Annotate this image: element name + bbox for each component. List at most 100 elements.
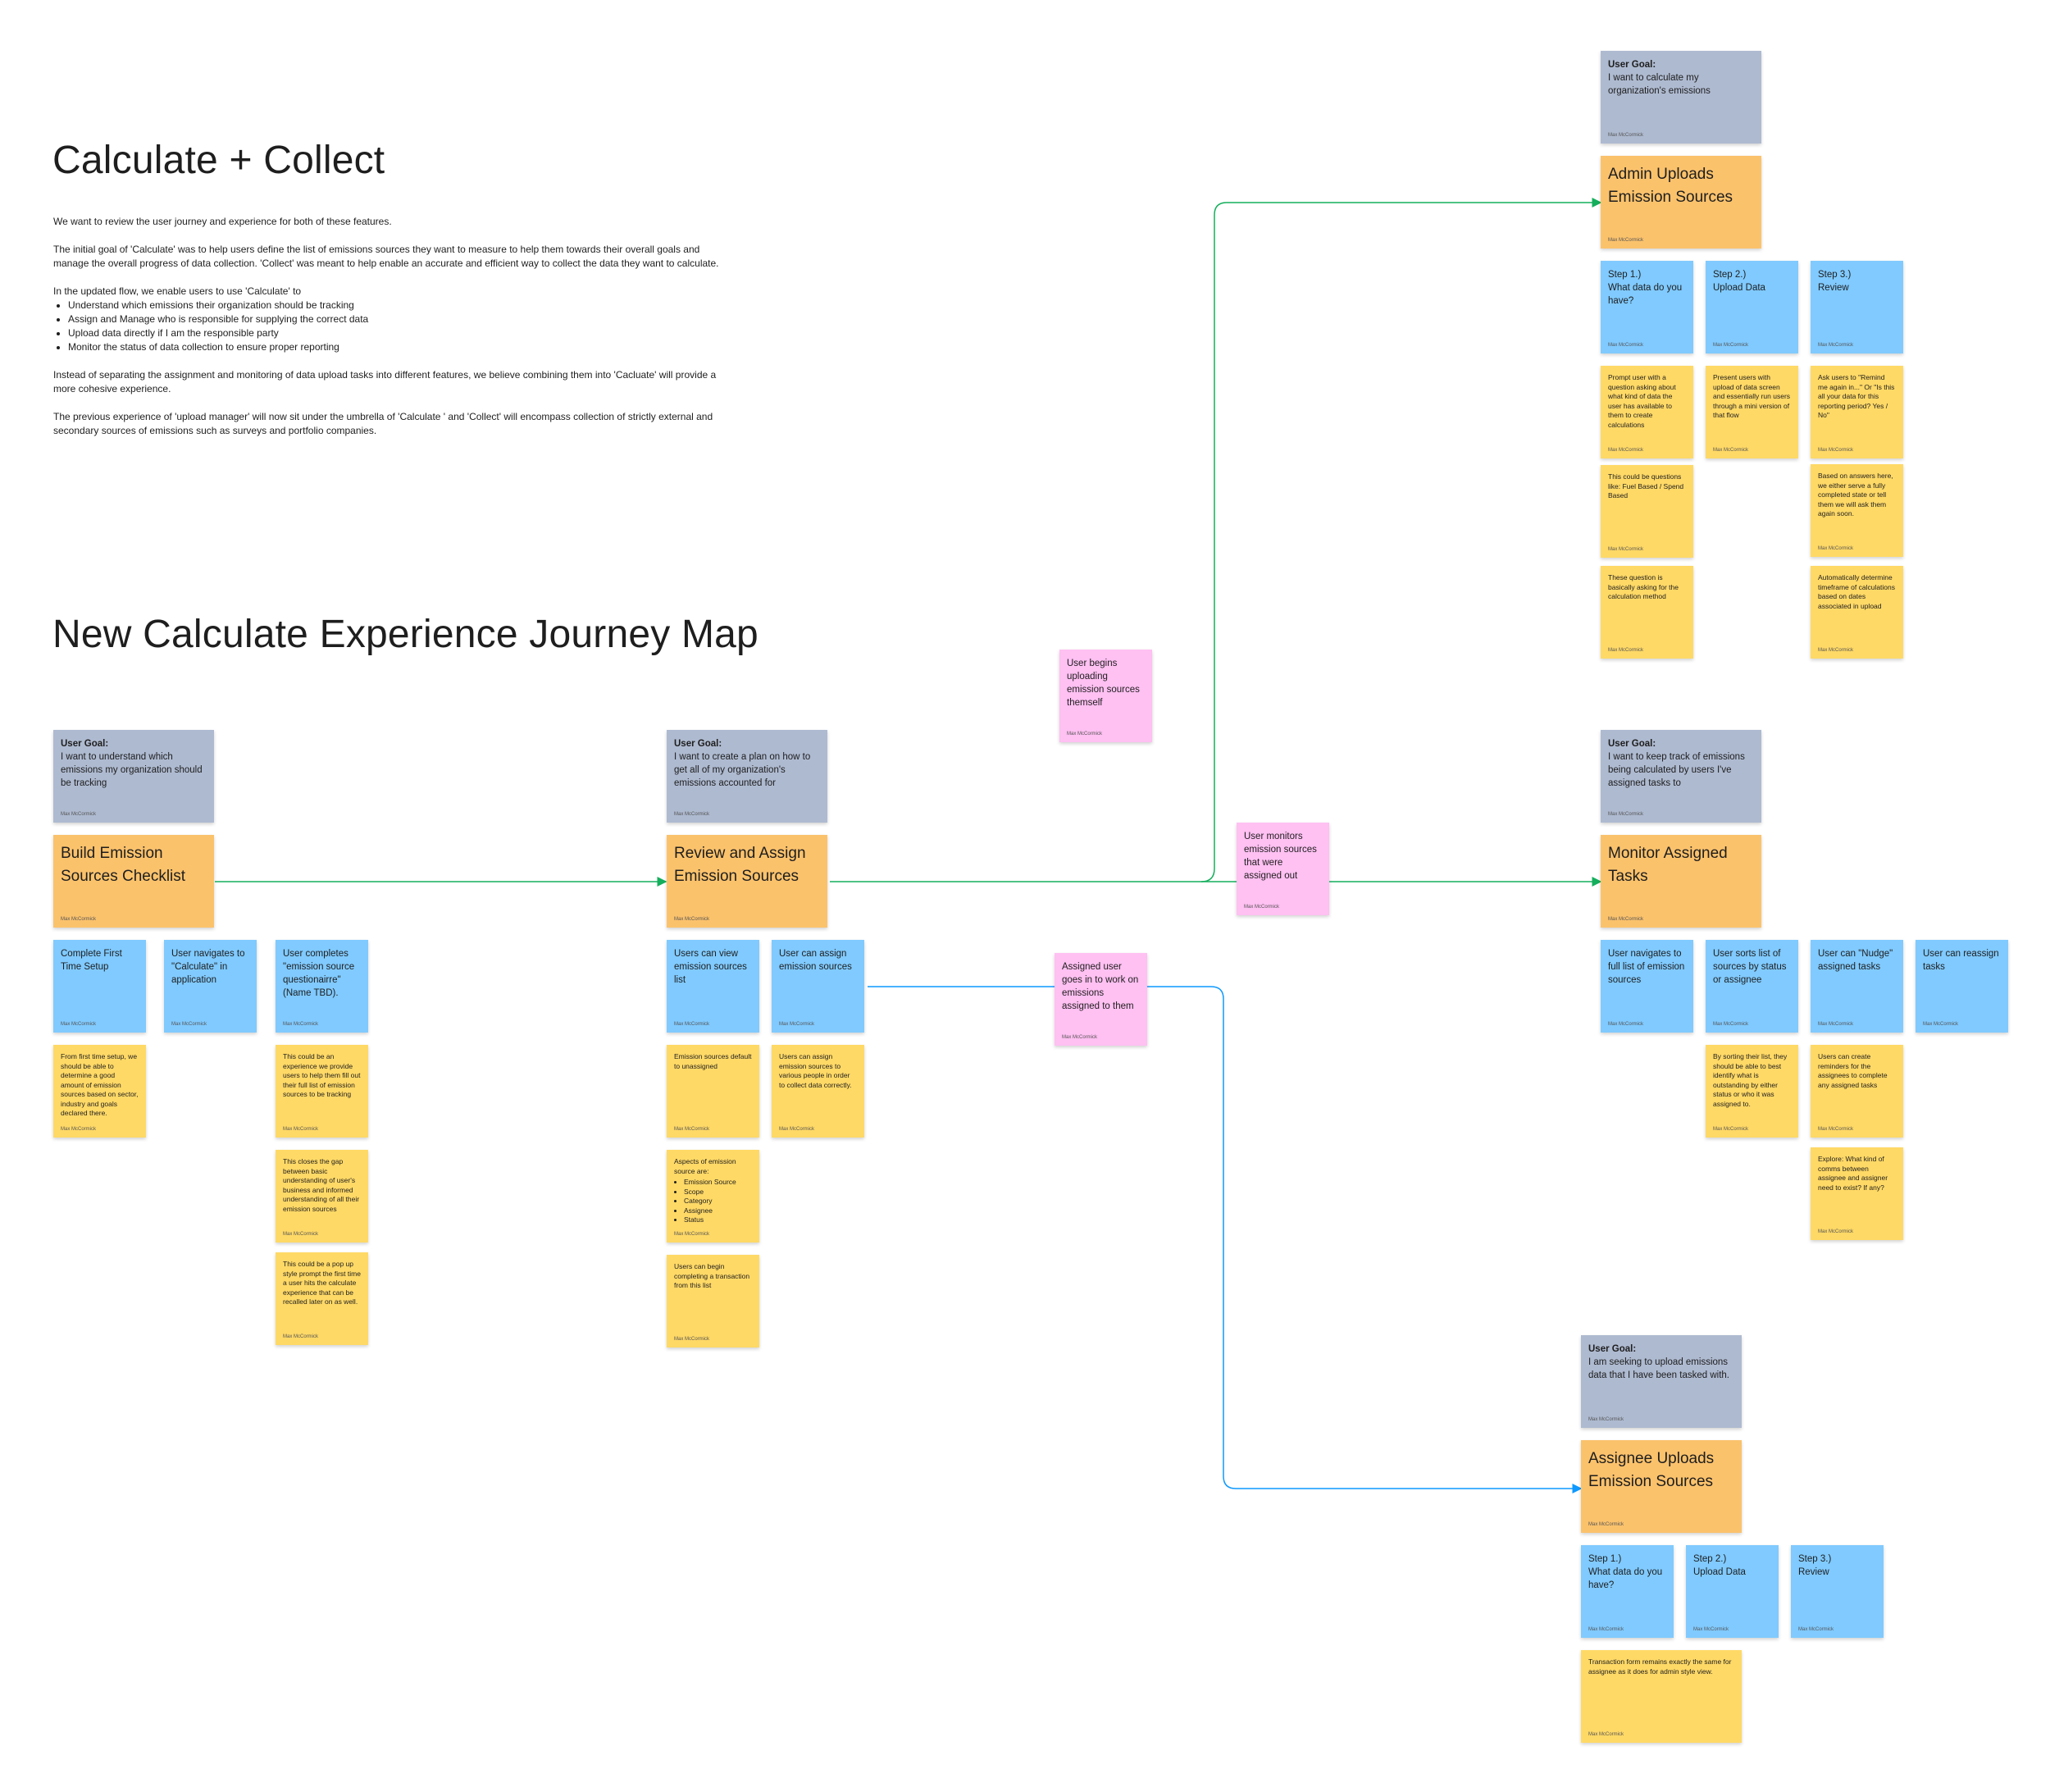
note-author: Max McCormick <box>1818 648 1853 653</box>
note-author: Max McCormick <box>283 1127 318 1132</box>
note-author: Max McCormick <box>674 1232 709 1237</box>
step-note[interactable]: User completes "emission source question… <box>276 940 368 1033</box>
stage-note-review-assign[interactable]: Review and Assign Emission Sources Max M… <box>667 835 827 928</box>
user-goal-note-build[interactable]: User Goal: I want to understand which emi… <box>53 730 214 823</box>
goal-text: I am seeking to upload emissions data th… <box>1588 1357 1729 1380</box>
user-goal-note-monitor[interactable]: User Goal:I want to keep track of emissi… <box>1601 730 1761 823</box>
step-note[interactable]: User can assign emission sources Max McC… <box>772 940 864 1033</box>
detail-note[interactable]: Emission sources default to unassigned M… <box>667 1045 759 1138</box>
goal-label: User Goal: <box>1608 60 1656 70</box>
note-author: Max McCormick <box>674 812 709 817</box>
goal-label: User Goal: <box>61 739 109 749</box>
note-author: Max McCormick <box>283 1232 318 1237</box>
detail-note[interactable]: These question is basically asking for t… <box>1601 566 1693 659</box>
detail-note[interactable]: Automatically determine timeframe of cal… <box>1811 566 1903 659</box>
step-note[interactable]: User can reassign tasks Max McCormick <box>1916 940 2008 1033</box>
detail-text: Ask users to "Remind me again in..." Or … <box>1818 373 1895 419</box>
stage-note-admin-upload[interactable]: Admin Uploads Emission Sources Max McCor… <box>1601 156 1761 249</box>
step-note[interactable]: Step 2.) Upload Data Max McCormick <box>1706 261 1798 353</box>
step-text: User navigates to "Calculate" in applica… <box>171 949 245 985</box>
note-author: Max McCormick <box>674 1127 709 1132</box>
detail-note[interactable]: Present users with upload of data screen… <box>1706 366 1798 458</box>
step-note[interactable]: Users can view emission sources list Max… <box>667 940 759 1033</box>
connector-review-to-assignee <box>868 986 1583 1493</box>
note-author: Max McCormick <box>1818 1229 1853 1234</box>
user-goal-note-admin[interactable]: User Goal:I want to calculate my organiz… <box>1601 51 1761 144</box>
detail-note[interactable]: Users can begin completing a transaction… <box>667 1255 759 1347</box>
detail-note[interactable]: Prompt user with a question asking about… <box>1601 366 1693 458</box>
note-author: Max McCormick <box>1608 238 1643 243</box>
note-author: Max McCormick <box>1923 1022 1958 1027</box>
detail-text: Users can create reminders for the assig… <box>1818 1052 1888 1089</box>
detail-note[interactable]: This could be a pop up style prompt the … <box>276 1252 368 1345</box>
step-note[interactable]: User navigates to full list of emission … <box>1601 940 1693 1033</box>
step-note[interactable]: User sorts list of sources by status or … <box>1706 940 1798 1033</box>
page-title: Calculate + Collect <box>52 139 385 182</box>
intro-paragraph: The previous experience of 'upload manag… <box>53 411 713 436</box>
detail-note[interactable]: This could be an experience we provide u… <box>276 1045 368 1138</box>
detail-note[interactable]: Explore: What kind of comms between assi… <box>1811 1147 1903 1240</box>
detail-note[interactable]: Based on answers here, we either serve a… <box>1811 464 1903 557</box>
step-note[interactable]: Step 3.) Review Max McCormick <box>1811 261 1903 353</box>
step-note[interactable]: Step 1.) What data do you have? Max McCo… <box>1581 1545 1674 1638</box>
note-author: Max McCormick <box>674 917 709 922</box>
detail-text: These question is basically asking for t… <box>1608 573 1679 600</box>
stage-title: Build Emission Sources Checklist <box>61 845 186 885</box>
step-text: User can "Nudge" assigned tasks <box>1818 949 1893 972</box>
step-note[interactable]: Step 3.) Review Max McCormick <box>1791 1545 1884 1638</box>
step-text: Step 3.) Review <box>1798 1554 1832 1577</box>
note-author: Max McCormick <box>1608 648 1643 653</box>
note-author: Max McCormick <box>1608 917 1643 922</box>
note-author: Max McCormick <box>1798 1627 1834 1632</box>
detail-note-wide[interactable]: Transaction form remains exactly the sam… <box>1581 1650 1742 1743</box>
user-goal-note-assignee[interactable]: User Goal:I am seeking to upload emissio… <box>1581 1335 1742 1428</box>
detail-note[interactable]: From first time setup, we should be able… <box>53 1045 146 1138</box>
detail-text: Users can begin completing a transaction… <box>674 1262 750 1289</box>
step-note[interactable]: User navigates to "Calculate" in applica… <box>164 940 257 1033</box>
stage-note-build-checklist[interactable]: Build Emission Sources Checklist Max McC… <box>53 835 214 928</box>
intro-paragraph: Instead of separating the assignment and… <box>53 369 717 394</box>
detail-note[interactable]: Users can create reminders for the assig… <box>1811 1045 1903 1138</box>
goal-text: I want to understand which emissions my … <box>61 752 203 788</box>
intro-bullet-list: Understand which emissions their organiz… <box>53 299 726 354</box>
goal-text: I want to create a plan on how to get al… <box>674 752 811 788</box>
step-note[interactable]: User can "Nudge" assigned tasks Max McCo… <box>1811 940 1903 1033</box>
transition-note-assigned-user[interactable]: Assigned user goes in to work on emissio… <box>1055 953 1147 1046</box>
detail-note[interactable]: Ask users to "Remind me again in..." Or … <box>1811 366 1903 458</box>
note-author: Max McCormick <box>779 1022 814 1027</box>
user-goal-note-review[interactable]: User Goal:I want to create a plan on how… <box>667 730 827 823</box>
note-author: Max McCormick <box>283 1334 318 1339</box>
detail-text: Explore: What kind of comms between assi… <box>1818 1155 1888 1192</box>
step-text: Step 2.) Upload Data <box>1713 270 1765 293</box>
step-note[interactable]: Step 1.) What data do you have? Max McCo… <box>1601 261 1693 353</box>
detail-note[interactable]: Aspects of emission source are: Emission… <box>667 1150 759 1243</box>
aspect-item: Emission Source <box>684 1178 752 1188</box>
note-author: Max McCormick <box>61 1022 96 1027</box>
detail-text: Automatically determine timeframe of cal… <box>1818 573 1896 610</box>
detail-text: From first time setup, we should be able… <box>61 1052 139 1117</box>
step-note[interactable]: Complete First Time Setup Max McCormick <box>53 940 146 1033</box>
transition-note-self-upload[interactable]: User begins uploading emission sources t… <box>1059 650 1152 742</box>
aspect-item: Scope <box>684 1188 752 1197</box>
goal-text: I want to keep track of emissions being … <box>1608 752 1745 788</box>
detail-note[interactable]: This could be questions like: Fuel Based… <box>1601 465 1693 558</box>
detail-note[interactable]: Users can assign emission sources to var… <box>772 1045 864 1138</box>
detail-text: This closes the gap between basic unders… <box>283 1157 360 1213</box>
note-author: Max McCormick <box>1818 343 1853 348</box>
detail-text: Based on answers here, we either serve a… <box>1818 472 1893 518</box>
note-author: Max McCormick <box>61 1127 96 1132</box>
transition-note-monitor[interactable]: User monitors emission sources that were… <box>1237 823 1329 915</box>
note-author: Max McCormick <box>61 917 96 922</box>
step-text: User completes "emission source question… <box>283 949 355 998</box>
aspect-item: Assignee <box>684 1206 752 1216</box>
connector-review-to-admin <box>1200 198 1602 882</box>
note-author: Max McCormick <box>1608 343 1643 348</box>
note-author: Max McCormick <box>1244 905 1279 910</box>
step-note[interactable]: Step 2.) Upload Data Max McCormick <box>1686 1545 1779 1638</box>
stage-note-monitor-tasks[interactable]: Monitor Assigned Tasks Max McCormick <box>1601 835 1761 928</box>
detail-text: Present users with upload of data screen… <box>1713 373 1791 419</box>
detail-note[interactable]: By sorting their list, they should be ab… <box>1706 1045 1798 1138</box>
detail-note[interactable]: This closes the gap between basic unders… <box>276 1150 368 1243</box>
step-text: User can reassign tasks <box>1923 949 1999 972</box>
stage-note-assignee-upload[interactable]: Assignee Uploads Emission Sources Max Mc… <box>1581 1440 1742 1533</box>
